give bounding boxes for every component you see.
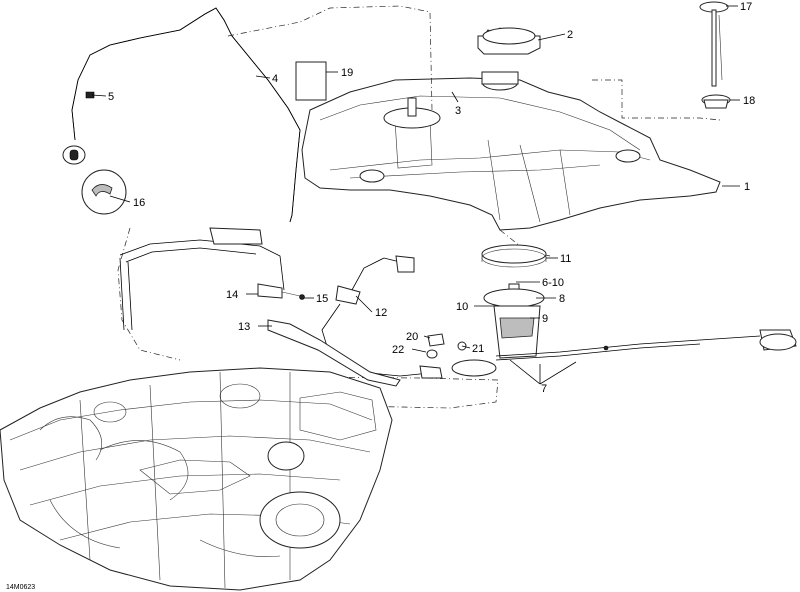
callout-17: 17: [740, 1, 752, 13]
callout-15: 15: [316, 293, 328, 305]
callouts: 1 2 3 4 5 6-10 7 8 9 10 11 12 13 14 15 1…: [6, 1, 755, 591]
frame-outline: [117, 5, 721, 409]
callout-6-10: 6-10: [542, 277, 564, 289]
hose-clamp: [62, 145, 127, 215]
filler-hose: [71, 7, 301, 223]
diagram-code: 14M0623: [6, 584, 35, 591]
warning-label: [295, 61, 327, 101]
callout-22: 22: [392, 344, 404, 356]
callout-18: 18: [743, 95, 755, 107]
leader-lines: [91, 5, 740, 385]
callout-11: 11: [560, 253, 571, 265]
callout-4: 4: [272, 73, 278, 85]
fuel-level-sender: [699, 1, 731, 109]
engine: [0, 367, 393, 591]
callout-1: 1: [744, 181, 750, 193]
fuel-tank: [301, 71, 721, 231]
callout-12: 12: [375, 307, 387, 319]
callout-8: 8: [559, 293, 565, 305]
callout-7: 7: [541, 383, 547, 395]
callout-2: 2: [567, 29, 573, 41]
callout-10: 10: [456, 301, 468, 313]
small-fittings: [426, 333, 467, 359]
callout-13: 13: [238, 321, 250, 333]
frame-tube: [119, 227, 285, 331]
fuel-lines: [257, 255, 443, 387]
callout-19: 19: [341, 67, 353, 79]
callout-9: 9: [542, 313, 548, 325]
callout-20: 20: [406, 331, 418, 343]
fuel-pump-assembly: [451, 244, 797, 377]
callout-16: 16: [133, 197, 145, 209]
callout-14: 14: [226, 289, 238, 301]
callout-21: 21: [472, 343, 484, 355]
callout-3: 3: [455, 105, 461, 117]
callout-5: 5: [108, 91, 114, 103]
screw: [85, 91, 95, 99]
fuel-cap: [477, 27, 541, 55]
